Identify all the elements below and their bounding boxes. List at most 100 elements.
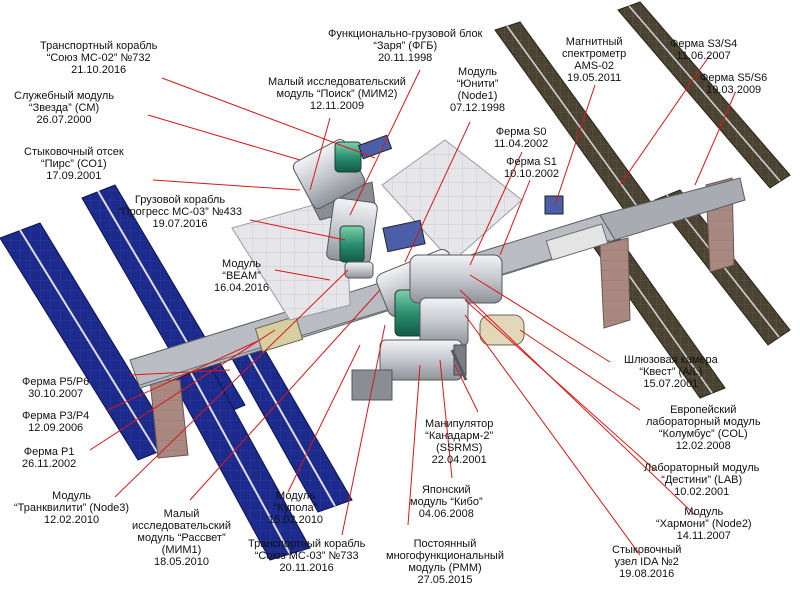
label-line: “Звезда” (СМ) [28,102,100,114]
label-line: “Союз МС-02” №732 [46,52,151,64]
label-line: 04.06.2008 [418,508,474,520]
label-line: модуль “Поиск” (МИМ2) [276,88,398,100]
label-line: Служебный модуль [14,90,115,102]
label-line: “Купола” [273,502,318,514]
label-line: 10.10.2002 [504,168,560,180]
label-cupola: Модуль “Купола” 15.02.2010 [268,490,323,526]
label-line: 30.10.2007 [28,388,84,400]
label-unity: Модуль “Юнити” (Node1) 07.12.1998 [450,66,505,114]
label-line: “BEAM” [222,270,261,282]
label-line: “Союз МС-03” №733 [254,550,359,562]
label-line: “Квест” (A/L) [639,366,703,378]
label-line: Стыковочный [612,544,682,556]
label-line: модуль (PMM) [408,562,482,574]
label-truss-s3s4: Ферма S3/S4 11.06.2007 [670,38,737,62]
label-line: Постоянный [413,538,477,550]
label-canadarm2: Манипулятор “Канадарм-2” (SSRMS) 22.04.2… [425,418,493,466]
label-line: (SSRMS) [435,442,483,454]
label-line: 10.02.2001 [674,486,730,498]
label-line: Европейский [670,404,737,416]
label-line: 18.05.2010 [153,556,210,568]
label-line: 12.02.2008 [675,440,731,452]
label-line: 12.02.2010 [44,514,100,526]
label-line: 17.09.2001 [46,170,102,182]
label-kibo: Японский модуль “Кибо” 04.06.2008 [410,484,483,520]
label-zvezda: Служебный модуль “Звезда” (СМ) 26.07.200… [14,90,114,126]
label-line: 20.11.2016 [279,562,334,574]
label-line: “Колумбус” (COL) [658,428,748,440]
label-line: Стыковочный отсек [24,146,124,158]
label-beam: Модуль “BEAM” 16.04.2016 [214,258,269,294]
label-line: 12.11.2009 [309,100,365,112]
label-line: 12.09.2006 [28,422,84,434]
label-harmony: Модуль “Хармони” (Node2) 14.11.2007 [656,506,752,542]
label-rassvet: Малый исследовательский модуль “Рассвет”… [132,508,231,568]
label-progress-ms03: Грузовой корабль “Прогресс МС-03” №433 1… [118,194,242,230]
label-line: Малый исследовательский [268,76,406,88]
label-line: Транспортный корабль [248,538,366,550]
leader-lines [89,54,736,556]
label-line: модуль “Кибо” [410,496,483,508]
label-line: “Пирс” (СО1) [40,158,107,170]
label-line: 22.04.2001 [431,454,487,466]
label-line: Лабораторный модуль [644,462,760,474]
label-line: Японский [421,484,471,496]
label-soyuz-ms02: Транспортный корабль “Союз МС-02” №732 2… [40,40,157,76]
label-line: Модуль [222,258,262,270]
label-line: “Заря” (ФГБ) [373,40,438,52]
label-zarya: Функционально-грузовой блок “Заря” (ФГБ)… [328,28,482,64]
russian-segment [292,134,426,279]
label-truss-s1: Ферма S1 10.10.2002 [504,156,559,180]
label-line: 19.08.2016 [619,568,675,580]
us-segment [351,248,525,401]
label-destiny: Лабораторный модуль “Дестини” (LAB) 10.0… [644,462,759,498]
label-line: Модуль [276,490,316,502]
label-line: “Хармони” (Node2) [656,518,752,530]
label-line: узел IDA №2 [614,556,679,568]
label-line: “Транквилити” (Node3) [14,502,130,514]
label-line: Ферма S1 [506,156,557,168]
label-line: Магнитный [565,36,623,48]
label-ams02: Магнитный спектрометр AMS-02 19.05.2011 [562,36,626,84]
label-line: 16.04.2016 [214,282,270,294]
label-line: Манипулятор [425,418,494,430]
label-line: Модуль [52,490,92,502]
label-line: 15.07.2001 [643,378,699,390]
label-line: (Node1) [457,90,498,102]
label-truss-p3p4: Ферма P3/P4 12.09.2006 [22,410,89,434]
label-line: 19.05.2011 [567,72,622,84]
label-truss-s5s6: Ферма S5/S6 19.03.2009 [700,72,767,96]
label-line: Ферма S5/S6 [700,72,768,84]
label-pirs: Стыковочный отсек “Пирс” (СО1) 17.09.200… [24,146,124,182]
label-line: спектрометр [562,48,627,60]
label-columbus: Европейский лабораторный модуль “Колумбу… [646,404,761,452]
label-line: (МИМ1) [161,544,202,556]
label-line: 19.03.2009 [706,84,762,96]
label-poisk: Малый исследовательский модуль “Поиск” (… [268,76,406,112]
label-line: Ферма S0 [495,126,547,138]
label-line: Грузовой корабль [134,194,226,206]
label-line: 21.10.2016 [71,64,127,76]
label-line: Ферма P3/P4 [22,410,90,422]
label-line: 20.11.1998 [378,52,433,64]
label-line: исследовательский [132,520,231,532]
label-truss-p5p6: Ферма P5/P6 30.10.2007 [22,376,89,400]
label-line: “Канадарм-2” [425,430,494,442]
label-line: Модуль [458,66,498,78]
label-pmm: Постоянный многофункциональный модуль (P… [386,538,504,586]
label-line: многофункциональный [386,550,504,562]
label-line: “Юнити” [456,78,499,90]
label-line: 15.02.2010 [268,514,324,526]
label-line: Ферма S3/S4 [670,38,738,50]
label-truss-s0: Ферма S0 11.04.2002 [494,126,548,150]
label-line: 14.11.2007 [676,530,731,542]
label-line: 26.11.2002 [22,458,77,470]
label-line: Модуль [684,506,724,518]
label-line: Малый [163,508,200,520]
label-line: лабораторный модуль [646,416,761,428]
label-line: “Дестини” (LAB) [661,474,743,486]
label-line: 11.06.2007 [676,50,731,62]
label-line: 19.07.2016 [152,218,208,230]
label-soyuz-ms03: Транспортный корабль “Союз МС-03” №733 2… [248,538,365,574]
